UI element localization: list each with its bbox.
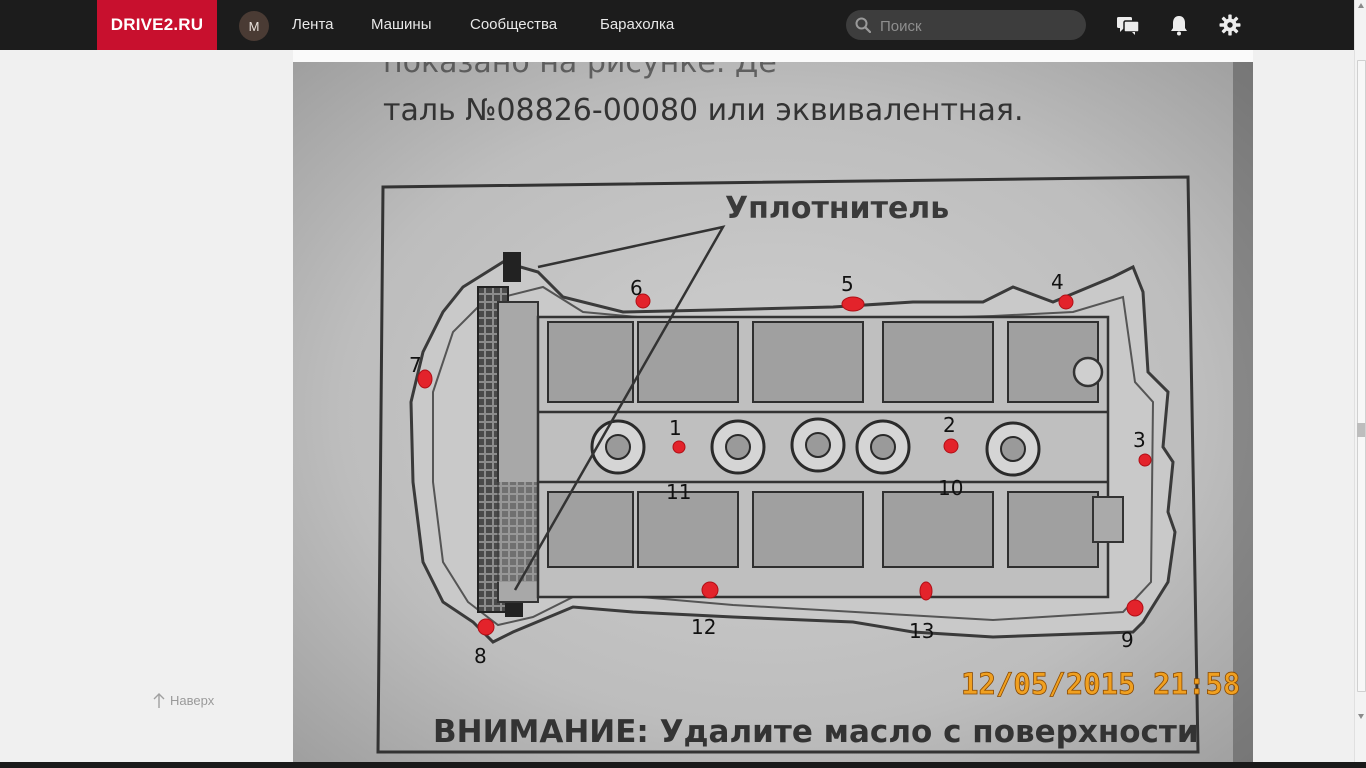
scroll-to-top-label: Наверх [170, 692, 215, 708]
site-logo[interactable]: DRIVE2.RU [97, 0, 217, 50]
top-navigation-bar: DRIVE2.RU М Лента Машины Сообщества Бара… [0, 0, 1366, 50]
bolt-number-12: 12 [691, 615, 716, 639]
bolt-number-7: 7 [409, 353, 422, 377]
nav-communities[interactable]: Сообщества [470, 16, 558, 33]
bolt-marker-8 [477, 618, 495, 636]
bell-icon[interactable] [1167, 13, 1191, 37]
bolt-marker-13 [919, 581, 933, 601]
bolt-marker-9 [1126, 599, 1144, 617]
messages-icon[interactable] [1116, 13, 1140, 37]
scrollbar-position-mark [1357, 423, 1365, 437]
bolt-marker-6 [635, 293, 651, 309]
bolt-number-1: 1 [669, 416, 682, 440]
nav-cars[interactable]: Машины [371, 16, 432, 33]
bolt-marker-1 [672, 440, 686, 454]
bolt-marker-7 [417, 369, 433, 389]
search-box[interactable] [846, 10, 1086, 42]
bolt-number-8: 8 [474, 644, 487, 668]
bolt-number-4: 4 [1051, 270, 1064, 294]
seal-label: Уплотнитель [725, 191, 949, 226]
bolt-number-13: 13 [909, 619, 934, 643]
photo-timestamp: 12/05/2015 21:58 [961, 667, 1240, 701]
arrow-up-icon [153, 693, 165, 708]
scrollbar-thumb[interactable] [1357, 60, 1366, 692]
manual-text-top: таль №08826-00080 или эквивалентная. [383, 93, 1024, 128]
page-scrollbar[interactable] [1354, 0, 1366, 768]
nav-marketplace[interactable]: Барахолка [600, 16, 675, 33]
bolt-marker-5 [841, 296, 865, 312]
bolt-number-6: 6 [630, 276, 643, 300]
scroll-up-arrow-icon[interactable] [1357, 2, 1365, 10]
bolt-number-9: 9 [1121, 628, 1134, 652]
bolt-number-2: 2 [943, 413, 956, 437]
search-input[interactable] [878, 10, 1082, 42]
search-icon [855, 17, 871, 33]
engine-diagram-photo[interactable]: показано на рисунке. Де таль №08826-0008… [293, 62, 1253, 762]
scroll-down-arrow-icon[interactable] [1357, 712, 1365, 720]
bolt-marker-2 [943, 438, 959, 454]
bolt-marker-4 [1058, 294, 1074, 310]
manual-text-bottom: ВНИМАНИЕ: Удалите масло с поверхности [433, 714, 1199, 750]
bolt-number-10: 10 [938, 476, 963, 500]
bottom-edge [0, 762, 1366, 768]
bolt-number-5: 5 [841, 272, 854, 296]
svg-text:показано на рисунке.: показано на рисунке. Де [383, 62, 777, 80]
photo-container: показано на рисунке. Де таль №08826-0008… [293, 50, 1253, 762]
user-avatar[interactable]: М [239, 11, 269, 41]
gear-icon[interactable] [1218, 13, 1242, 37]
bolt-marker-12 [701, 581, 719, 599]
bolt-number-11: 11 [666, 480, 691, 504]
nav-feed[interactable]: Лента [292, 16, 334, 33]
bolt-marker-3 [1138, 453, 1152, 467]
scroll-to-top-link[interactable]: Наверх [152, 692, 214, 708]
bolt-number-3: 3 [1133, 428, 1146, 452]
